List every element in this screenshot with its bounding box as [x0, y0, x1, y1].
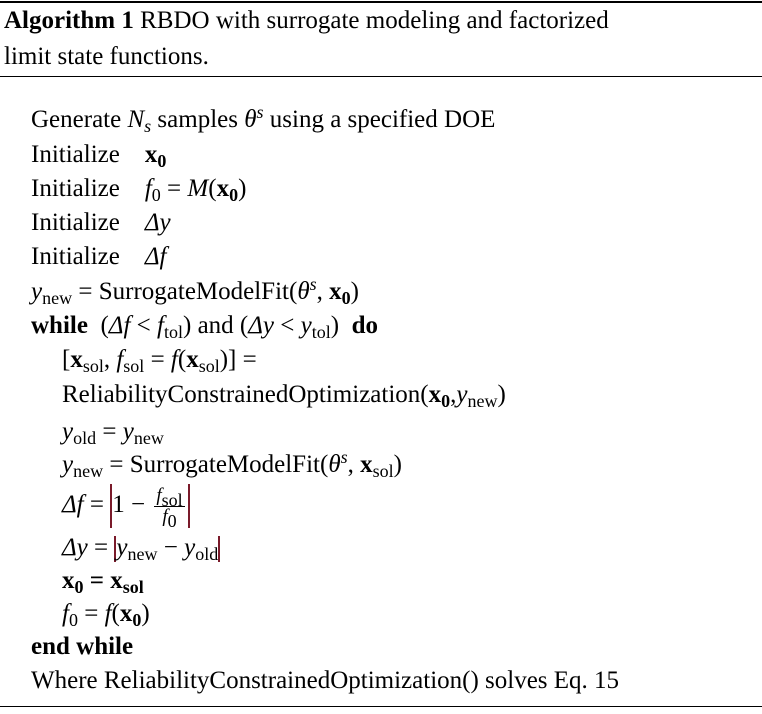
end-while: end while: [31, 633, 134, 660]
step-optimize-lhs: [xsol, fsol = f(xsol)] =: [62, 346, 257, 376]
algorithm-label: Algorithm 1: [4, 7, 134, 34]
step-generate: Generate Ns samples θs using a specified…: [31, 102, 496, 136]
step-update-x0: x0 = xsol: [62, 567, 144, 597]
bottom-rule: [0, 706, 762, 707]
step-surrogate-init: ynew = SurrogateModelFit(θs, x0): [31, 274, 359, 308]
where-note: Where ReliabilityConstrainedOptimization…: [31, 667, 620, 694]
step-init-x0: Initialize x0: [31, 141, 167, 171]
caption-line-1: Algorithm 1 RBDO with surrogate modeling…: [4, 4, 609, 38]
caption-rule: [0, 76, 762, 77]
step-optimize-call: ReliabilityConstrainedOptimization(x0,yn…: [62, 381, 506, 411]
step-yold: yold = ynew: [62, 418, 164, 448]
step-init-dy: Initialize Δy: [31, 209, 171, 236]
top-rule: [0, 1, 762, 3]
caption-line-2: limit state functions.: [4, 43, 209, 70]
caption-text: RBDO with surrogate modeling and factori…: [133, 7, 609, 34]
step-init-df: Initialize Δf: [31, 243, 167, 270]
step-init-f0: Initialize f0 = M(x0): [31, 175, 247, 205]
step-delta-y: Δy = ynew − yold: [62, 534, 221, 564]
while-header: while (Δf < ftol) and (Δy < ytol) do: [31, 312, 378, 342]
step-surrogate-update: ynew = SurrogateModelFit(θs, xsol): [62, 447, 402, 481]
step-update-f0: f0 = f(x0): [62, 600, 150, 630]
